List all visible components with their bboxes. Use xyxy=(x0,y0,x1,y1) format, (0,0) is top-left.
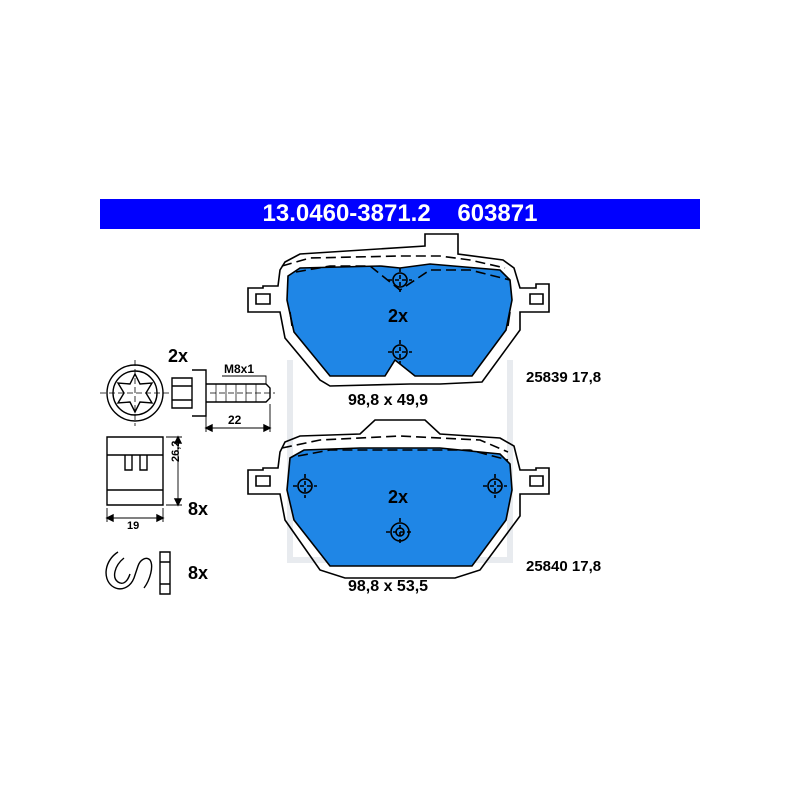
top-pad-wva: 25839 17,8 xyxy=(526,369,602,386)
clip-drawing xyxy=(105,435,183,523)
clip-quantity: 8x xyxy=(188,499,209,519)
bottom-pad-dimensions: 98,8 x 53,5 xyxy=(348,578,429,595)
top-pad-friction xyxy=(286,263,513,377)
bottom-pad-friction xyxy=(286,447,513,567)
top-pad-quantity: 2x xyxy=(388,306,409,326)
bottom-pad-quantity: 2x xyxy=(388,487,409,507)
top-pad-dimensions: 98,8 x 49,9 xyxy=(348,392,429,409)
bolt-quantity: 2x xyxy=(168,346,189,366)
reference-number: 603871 xyxy=(457,200,538,227)
bottom-pad-wva: 25840 17,8 xyxy=(526,558,602,575)
bottom-brake-pad xyxy=(247,419,550,579)
part-number: 13.0460-3871.2 xyxy=(262,200,431,227)
clip-width: 19 xyxy=(127,520,140,532)
bolt-thread: M8x1 xyxy=(224,362,255,376)
part-number-header: 13.0460-3871.2 603871 xyxy=(100,199,700,229)
top-brake-pad xyxy=(247,233,550,387)
bolt-drawing xyxy=(100,360,275,433)
spring-drawing xyxy=(105,551,171,595)
spring-quantity: 8x xyxy=(188,563,209,583)
bolt-length: 22 xyxy=(228,413,242,427)
clip-height: 26,2 xyxy=(170,440,182,462)
